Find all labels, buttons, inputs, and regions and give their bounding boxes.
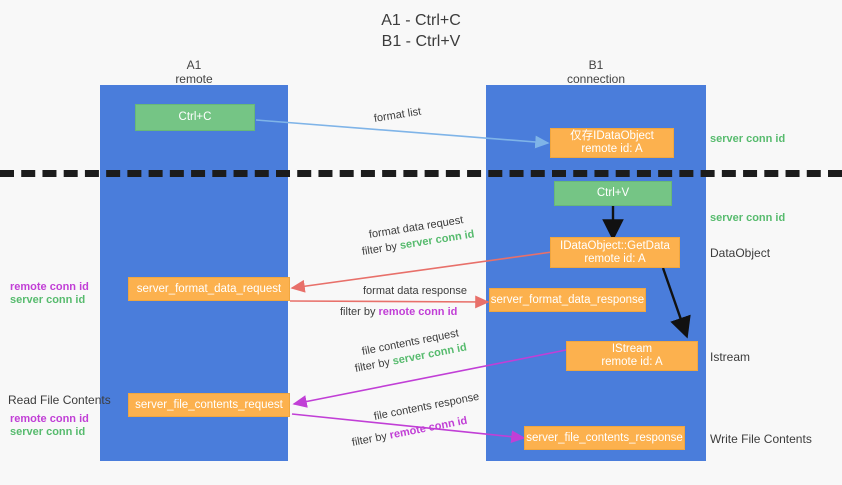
node-ctrl-v[interactable]: Ctrl+V [554, 181, 672, 206]
node-getdata[interactable]: IDataObject::GetData remote id: A [550, 237, 680, 268]
filter-prefix: filter by [353, 355, 394, 375]
filter-prefix: filter by [361, 240, 401, 258]
title-line-2: B1 - Ctrl+V [381, 33, 461, 50]
node-idataobject[interactable]: 仅存IDataObject remote id: A [550, 128, 674, 158]
column-header-a1: A1 remote [100, 58, 288, 86]
annotation-dataobject: DataObject [710, 246, 771, 260]
node-server-format-data-response[interactable]: server_format_data_response [489, 288, 646, 312]
node-server-format-data-response-label: server_format_data_response [490, 293, 645, 306]
node-ctrl-c[interactable]: Ctrl+C [135, 104, 255, 131]
annotation-left-server-conn-id-1: server conn id [10, 294, 86, 306]
node-istream[interactable]: IStream remote id: A [566, 341, 698, 371]
filter-prefix: filter by [350, 429, 391, 449]
node-server-file-contents-response-label: server_file_contents_response [526, 431, 683, 444]
node-idataobject-line2: remote id: A [581, 143, 643, 155]
title-line-1: A1 - Ctrl+C [381, 12, 461, 29]
annotation-write-file-contents: Write File Contents [710, 432, 812, 446]
annotation-read-file-contents: Read File Contents [8, 393, 111, 407]
column-b1-name: B1 [588, 58, 604, 72]
node-server-file-contents-request-label: server_file_contents_request [135, 398, 283, 411]
annotation-istream: Istream [710, 350, 751, 364]
filter-value-remote-conn-id: remote conn id [378, 306, 458, 318]
label-format-data-response: format data response [363, 285, 467, 297]
node-server-format-data-request-label: server_format_data_request [136, 282, 282, 295]
label-format-list: format list [373, 105, 423, 125]
annotation-left-server-conn-id-2: server conn id [10, 426, 86, 438]
edge-format-data-response [289, 295, 490, 309]
node-getdata-line2: remote id: A [584, 252, 646, 265]
label-format-data-response-filter: filter by remote conn id [340, 305, 457, 319]
node-idataobject-line1: 仅存IDataObject [570, 130, 654, 142]
node-server-file-contents-response[interactable]: server_file_contents_response [524, 426, 685, 450]
annotation-left-remote-conn-id-2: remote conn id [10, 413, 89, 425]
node-istream-line2: remote id: A [601, 356, 663, 368]
annotation-server-conn-id-second: server conn id [710, 212, 786, 224]
label-file-contents-response-filter: filter by remote conn id [351, 414, 469, 450]
filter-prefix: filter by [340, 306, 379, 318]
node-ctrl-v-label: Ctrl+V [596, 187, 630, 199]
column-a1-sub: remote [175, 72, 213, 86]
node-ctrl-c-label: Ctrl+C [178, 111, 212, 123]
node-server-file-contents-request[interactable]: server_file_contents_request [128, 393, 290, 417]
node-server-format-data-request[interactable]: server_format_data_request [128, 277, 290, 301]
annotation-server-conn-id-top: server conn id [710, 133, 786, 145]
node-getdata-line1: IDataObject::GetData [560, 239, 670, 252]
column-header-b1: B1 connection [486, 58, 706, 86]
node-istream-line1: IStream [611, 343, 653, 355]
column-b1-sub: connection [566, 72, 626, 86]
diagram-title: A1 - Ctrl+C B1 - Ctrl+V [0, 10, 842, 52]
phase-divider [0, 170, 842, 177]
column-a1-name: A1 [186, 58, 202, 72]
annotation-left-remote-conn-id-1: remote conn id [10, 281, 89, 293]
